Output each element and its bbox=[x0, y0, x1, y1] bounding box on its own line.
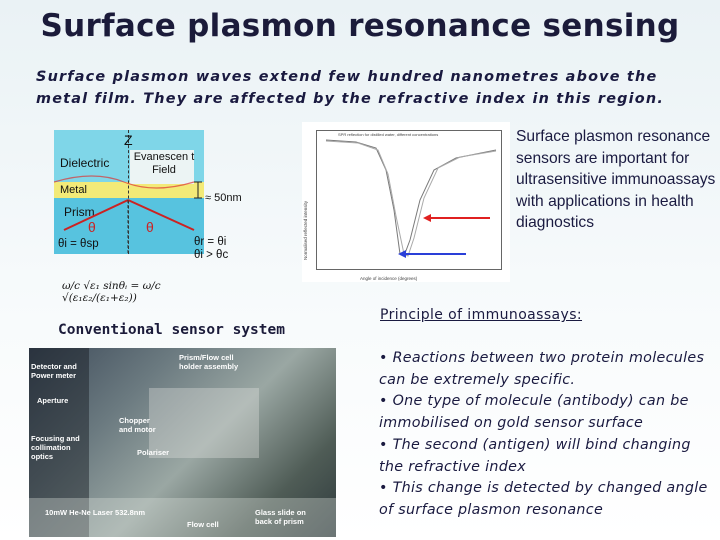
sensors-text: Surface plasmon resonance sensors are im… bbox=[516, 128, 716, 232]
metal-label: Metal bbox=[60, 184, 87, 196]
theta-gt-label: θi > θc bbox=[194, 249, 229, 261]
z-axis bbox=[128, 130, 129, 254]
z-label: Z bbox=[124, 132, 133, 148]
metal-layer bbox=[54, 182, 204, 198]
spr-plot-frame bbox=[316, 130, 502, 270]
bullet-item: • This change is detected by changed ang… bbox=[379, 480, 708, 518]
prism-region bbox=[54, 198, 204, 254]
plot-title: SPR reflection for distilled water, diff… bbox=[338, 132, 439, 137]
theta-i-symbol: θ bbox=[88, 219, 96, 235]
bullet-item: • Reactions between two protein molecule… bbox=[379, 350, 705, 388]
ray-diagram bbox=[54, 175, 202, 254]
photo-label-aperture: Aperture bbox=[37, 396, 69, 405]
photo-label-prism-holder: Prism/Flow cell holder assembly bbox=[179, 353, 239, 371]
resonance-equation: ω/c √ε₁ sinθᵢ = ω/c √(ε₁ε₂/(ε₁+ε₂)) bbox=[62, 280, 161, 304]
photo-label-detector: Detector and Power meter bbox=[31, 362, 77, 380]
prism-label: Prism bbox=[64, 205, 95, 219]
evanescent-label: Evanescen t Field bbox=[133, 151, 195, 176]
bullet-item: • The second (antigen) will bind changin… bbox=[379, 436, 691, 475]
photo-label-laser: 10mW He-Ne Laser 532.8nm bbox=[45, 508, 146, 517]
photo-label-glass: Glass slide on back of prism bbox=[255, 508, 306, 526]
thickness-label: ≈ 50nm bbox=[205, 192, 242, 204]
theta-r-symbol: θ bbox=[146, 219, 154, 235]
photo-label-focusing: Focusing and collimation optics bbox=[31, 434, 80, 461]
plot-curves bbox=[325, 139, 497, 258]
principle-heading: Principle of immunoassays: bbox=[380, 307, 583, 323]
evanescent-box bbox=[130, 150, 194, 184]
page-title: Surface plasmon resonance sensing bbox=[40, 8, 680, 44]
photo-label-chopper: Chopper and motor bbox=[119, 416, 156, 434]
conventional-label: Conventional sensor system bbox=[58, 322, 285, 338]
plot-xlabel: Angle of incidence (degrees) bbox=[360, 276, 418, 281]
theta-eq-label: θr = θi bbox=[194, 236, 227, 248]
bullet-list: • Reactions between two protein molecule… bbox=[379, 348, 709, 522]
dielectric-label: Dielectric bbox=[60, 156, 110, 170]
photo-label-polariser: Polariser bbox=[137, 448, 170, 457]
bullet-item: • One type of molecule (antibody) can be… bbox=[379, 393, 689, 432]
subtitle: Surface plasmon waves extend few hundred… bbox=[36, 69, 664, 107]
plot-ylabel: Normalised reflected intensity bbox=[303, 200, 308, 260]
photo-label-flowcell: Flow cell bbox=[187, 520, 219, 529]
theta-sp-label: θi = θsp bbox=[58, 238, 99, 250]
setup-photo: Detector and Power meter Aperture Focusi… bbox=[29, 348, 336, 537]
